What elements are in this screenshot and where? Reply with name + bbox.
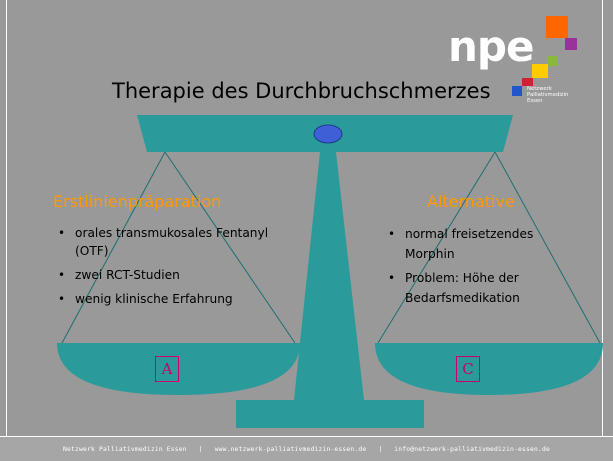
list-item: zwei RCT-Studien xyxy=(56,266,291,284)
logo-subtitle-line: Essen xyxy=(527,98,543,104)
scale-base xyxy=(236,400,424,428)
slide-frame xyxy=(6,0,603,436)
logo-square-blue xyxy=(512,86,522,96)
logo-square-red xyxy=(522,78,533,86)
logo-square-purple xyxy=(565,38,577,50)
logo-subtitle-line: Netzwerk xyxy=(527,86,552,92)
footer-text: Netzwerk Palliativmedizin Essen | www.ne… xyxy=(63,446,550,453)
list-item: Problem: Höhe der Bedarfsmedikation xyxy=(386,268,586,308)
logo-subtitle: Netzwerk Palliativmedizin Essen xyxy=(527,86,568,104)
logo-square-yellow xyxy=(532,64,548,78)
right-pan xyxy=(375,343,603,395)
logo-square-orange xyxy=(546,16,568,38)
logo-wordmark: npe xyxy=(448,22,534,71)
right-pan-label: C xyxy=(456,356,480,382)
left-bullet-list: orales transmukosales Fentanyl (OTF) zwe… xyxy=(56,224,291,314)
left-pan-label: A xyxy=(155,356,179,382)
scale-pivot xyxy=(313,124,343,144)
slide-title: Therapie des Durchbruchschmerzes xyxy=(112,79,491,103)
footer-band xyxy=(0,436,613,461)
logo-subtitle-line: Palliativmedizin xyxy=(527,92,569,98)
scale-pillar xyxy=(294,152,364,400)
list-item: wenig klinische Erfahrung xyxy=(56,290,291,308)
list-item: orales transmukosales Fentanyl (OTF) xyxy=(56,224,291,260)
list-item: normal freisetzendes Morphin xyxy=(386,224,586,264)
right-bullet-list: normal freisetzendes Morphin Problem: Hö… xyxy=(386,224,586,312)
left-heading: Erstlinienpräparation xyxy=(53,192,222,211)
right-heading: Alternative xyxy=(427,192,515,211)
logo-square-green xyxy=(548,56,558,66)
